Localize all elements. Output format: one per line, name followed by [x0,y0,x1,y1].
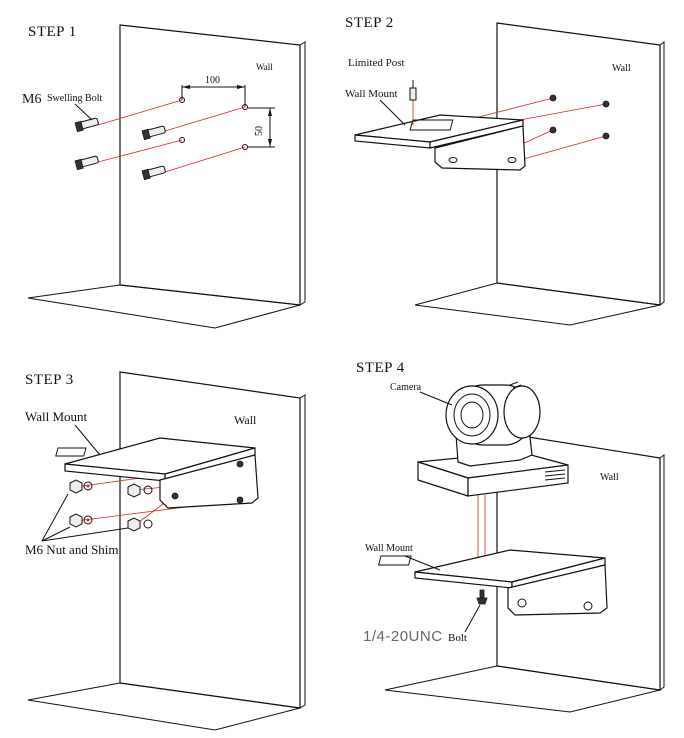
step3-floor [27,682,301,731]
step2-wall-label: Wall [612,63,631,74]
step2-title: STEP 2 [345,15,394,31]
step4-bolt-spec: 1/4-20UNC [363,628,443,645]
step2-post-label: Limited Post [348,57,405,69]
step1-hole [179,137,185,143]
step2-wall-bolt [549,126,557,134]
step1-swelling-bolt [74,117,99,133]
step2-wall-mount [354,114,526,171]
step1-wall-label: Wall [256,62,273,72]
step1-dim-horizontal: 100 [205,75,220,86]
step3-wall-mount [55,437,259,509]
step3-panel: STEP 3 Wall [25,371,306,731]
step2-floor [414,282,661,326]
step3-mount-label: Wall Mount [25,409,88,424]
step2-wall-bolt [602,100,610,108]
step1-swelling-bolt [141,165,166,181]
step2-mount-leader [379,99,406,126]
step3-wall-label: Wall [234,413,257,427]
step1-hole [242,104,248,110]
step4-camera [417,381,569,497]
step2-panel: STEP 2 Wall Limited Post Wall Moun [345,15,665,326]
step1-floor [27,284,301,329]
step1-title: STEP 1 [28,24,77,40]
step4-wall-mount [377,549,608,616]
step4-bolt [476,589,488,605]
step1-hole [179,97,185,103]
step1-swelling-bolt [74,155,99,171]
step3-nut [69,479,93,494]
step4-mount-leader [404,555,441,571]
step2-mount-label: Wall Mount [345,88,398,100]
step3-mount-leader [74,424,101,456]
step4-wall-label: Wall [600,472,619,483]
step2-wall-bolt [602,132,610,140]
step1-hole [242,144,248,150]
step1-swelling-bolt [141,125,166,141]
step1-panel: STEP 1 Wall 100 50 [22,24,306,329]
step3-nut-label: M6 Nut and Shim [25,542,119,557]
step3-nut-leader [41,493,69,542]
step1-bolt-prefix: M6 [22,92,41,107]
step1-bolt-label: Swelling Bolt [47,93,103,104]
step3-wall [119,371,301,709]
step2-wall-bolt [549,94,557,102]
step4-floor [384,665,661,713]
step4-bolt-label: Bolt [448,632,467,644]
step3-title: STEP 3 [25,372,74,388]
step1-bolt-leader [74,103,93,121]
step3-nut [127,483,153,498]
step4-mount-label: Wall Mount [365,543,413,554]
step4-bolt-leader [464,604,481,633]
step4-title: STEP 4 [356,360,405,376]
step4-panel: STEP 4 Wall [356,360,665,713]
step3-nut [69,513,93,528]
step4-camera-leader [419,391,453,406]
step1-dim-vertical: 50 [254,126,265,136]
step1-wall [119,24,301,306]
step4-camera-label: Camera [390,382,422,393]
